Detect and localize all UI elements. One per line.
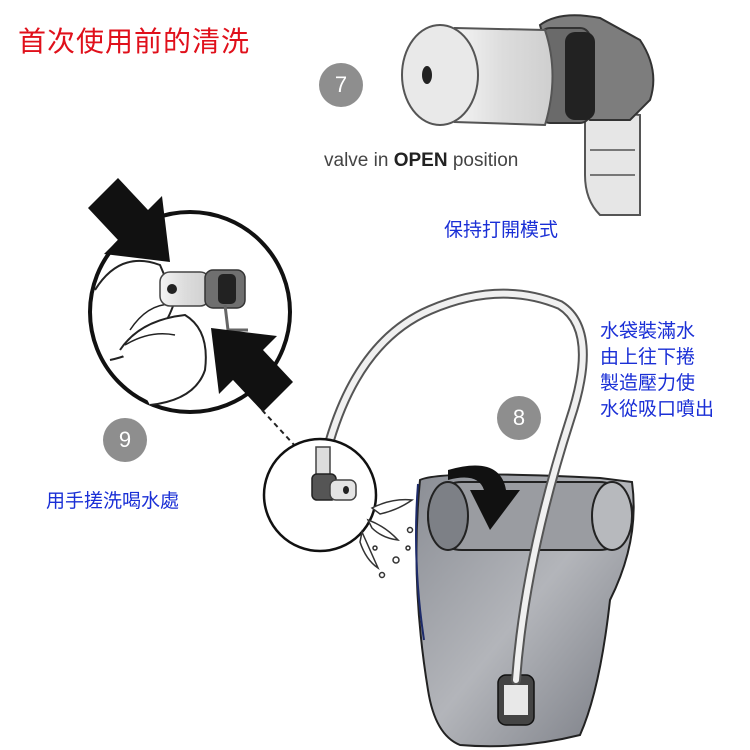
page-title: 首次使用前的清洗 [18,25,251,58]
curl-arrow-icon [448,465,520,530]
step-7-badge: 7 [319,63,363,107]
small-valve-detail [262,437,378,553]
arrow-icon [88,178,293,412]
step-8-line: 製造壓力使 [600,372,696,394]
valve-illustration [401,14,655,216]
step-9-badge: 9 [103,418,147,462]
water-spray [359,498,415,579]
step-8-instruction: 水袋裝滿水 由上往下捲 製造壓力使 水從吸口噴出 [600,318,714,422]
step-8-line: 水從吸口噴出 [600,398,715,420]
valve-caption: valve in OPEN position [324,150,519,171]
step-8-line: 由上往下捲 [600,346,696,368]
pinch-hand-illustration [88,210,292,414]
step-8-badge: 8 [497,396,541,440]
step-8-line: 水袋裝滿水 [600,320,696,342]
step-7-instruction: 保持打開模式 [444,219,559,241]
step-9-instruction: 用手搓洗喝水處 [46,490,180,512]
